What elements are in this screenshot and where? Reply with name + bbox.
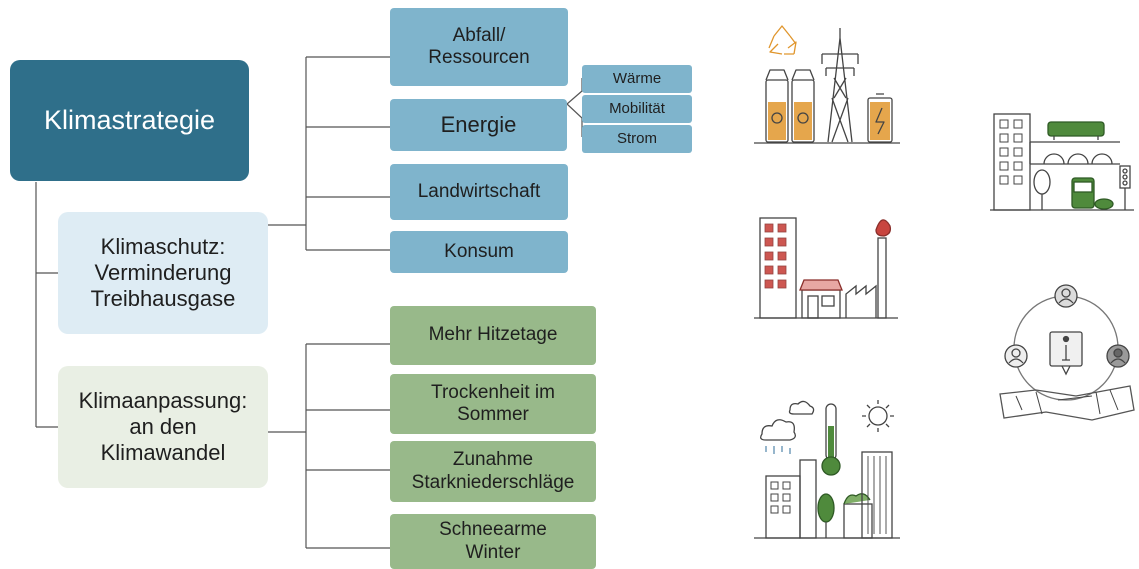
recycling-energy-illustration-icon bbox=[754, 25, 900, 144]
item-trockenheit: Trockenheit im Sommer bbox=[390, 374, 596, 434]
item-starkniederschlaege: Zunahme Starkniederschläge bbox=[390, 441, 596, 502]
energie-sub-mobilitaet: Mobilität bbox=[582, 95, 692, 123]
climate-weather-city-illustration-icon bbox=[754, 400, 900, 539]
energie-sub-waerme: Wärme bbox=[582, 65, 692, 93]
root-label: Klimastrategie bbox=[43, 104, 216, 135]
item-schneearme-winter: Schneearme Winter bbox=[390, 514, 596, 569]
item-energie: Energie bbox=[390, 99, 567, 151]
city-transport-illustration-icon bbox=[990, 113, 1134, 211]
item-mehr-hitzetage-label: Mehr Hitzetage bbox=[428, 324, 558, 346]
item-schneearme-winter-label: Schneearme Winter bbox=[439, 519, 547, 563]
category-klimaschutz-label: Klimaschutz: Verminderung Treibhausgase bbox=[90, 234, 236, 311]
category-klimaschutz: Klimaschutz: Verminderung Treibhausgase bbox=[58, 212, 268, 334]
energie-sub-waerme-label: Wärme bbox=[612, 70, 662, 88]
item-trockenheit-label: Trockenheit im Sommer bbox=[431, 381, 555, 425]
city-industry-illustration-icon bbox=[754, 217, 898, 319]
root-klimastrategie: Klimastrategie bbox=[10, 60, 249, 181]
item-abfall-ressourcen: Abfall/ Ressourcen bbox=[390, 8, 568, 86]
item-konsum: Konsum bbox=[390, 231, 568, 273]
energie-sub-strom: Strom bbox=[582, 125, 692, 153]
item-landwirtschaft-label: Landwirtschaft bbox=[417, 180, 541, 202]
energie-sub-strom-label: Strom bbox=[616, 130, 657, 148]
item-landwirtschaft: Landwirtschaft bbox=[390, 164, 568, 220]
item-abfall-ressourcen-label: Abfall/ Ressourcen bbox=[428, 24, 530, 68]
item-starkniederschlaege-label: Zunahme Starkniederschläge bbox=[411, 449, 575, 493]
category-klimaanpassung: Klimaanpassung: an den Klimawandel bbox=[58, 366, 268, 488]
item-mehr-hitzetage: Mehr Hitzetage bbox=[390, 306, 596, 365]
item-energie-label: Energie bbox=[440, 112, 517, 138]
energie-sub-mobilitaet-label: Mobilität bbox=[609, 100, 665, 118]
community-info-illustration-icon bbox=[999, 284, 1135, 421]
category-klimaanpassung-label: Klimaanpassung: an den Klimawandel bbox=[78, 388, 248, 465]
item-konsum-label: Konsum bbox=[444, 240, 514, 262]
